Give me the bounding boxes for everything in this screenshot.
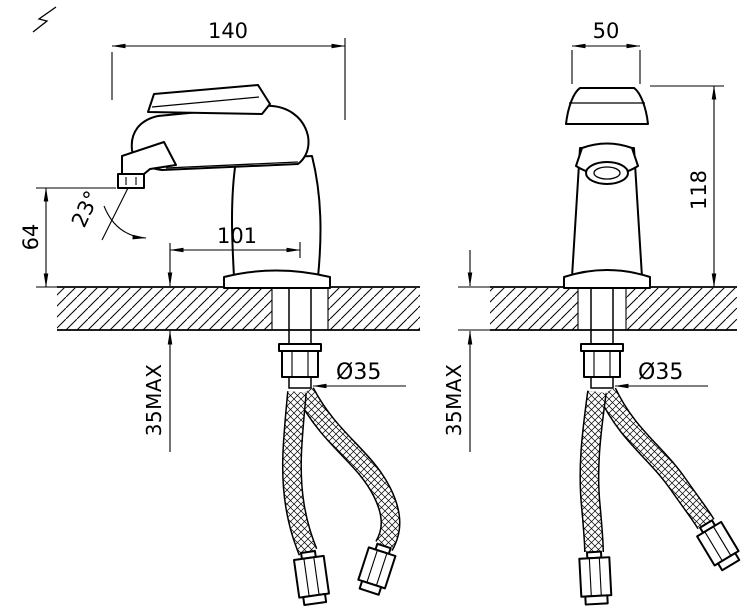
left-hose-b-nut — [357, 542, 397, 596]
right-dim-dia35-label: Ø35 — [638, 360, 683, 385]
left-dim-mount-max: 35MAX — [142, 243, 173, 452]
left-locknut — [281, 350, 319, 378]
left-dim-dia35-label: Ø35 — [336, 360, 381, 385]
right-locknut — [583, 350, 621, 378]
right-dim-35max-label: 35MAX — [442, 364, 466, 437]
right-hose-a-nut — [578, 550, 613, 606]
left-faucet-column — [231, 155, 322, 278]
left-hose-b-braid — [297, 387, 399, 551]
left-locknut-flats — [291, 351, 309, 377]
left-deck-hole-edges — [271, 287, 329, 330]
right-spout-outlet-ring — [585, 161, 629, 185]
right-dim-118-label: 118 — [687, 170, 711, 210]
right-deck — [490, 286, 737, 331]
right-deck-hatch-right — [626, 288, 737, 330]
right-dim-top-width: 50 — [571, 19, 641, 84]
left-handle-detail-line — [151, 96, 260, 108]
left-angle-23-label: 23° — [67, 187, 104, 231]
right-dim-hole-dia: Ø35 — [614, 360, 708, 389]
right-faucet-handle — [565, 87, 649, 125]
left-dim-spout-height: 64 — [19, 187, 116, 288]
left-shank-assembly — [278, 287, 322, 389]
left-faucet — [117, 84, 331, 289]
right-washer — [580, 343, 624, 352]
right-hose-b-braid — [599, 388, 714, 529]
right-hoses — [578, 387, 741, 606]
left-deck — [57, 286, 420, 331]
left-view: 140 64 23° 101 35MAX — [19, 19, 420, 607]
right-hose-a-braid — [580, 390, 606, 553]
left-spout-aerator — [117, 173, 145, 189]
right-view: 50 118 35MAX Ø35 — [442, 19, 741, 606]
right-dim-50-label: 50 — [593, 19, 620, 43]
left-dim-hole-dia: Ø35 — [312, 360, 406, 389]
corner-artifact-mark — [32, 6, 57, 33]
right-spout-outlet-inner — [593, 166, 621, 180]
right-dim-body-height: 118 — [650, 85, 724, 288]
right-locknut-flats — [593, 351, 611, 377]
right-hose-b-nut — [696, 519, 741, 572]
right-faucet-base-flange — [563, 269, 651, 289]
left-hose-a-nut — [292, 550, 330, 607]
right-shank-assembly — [580, 287, 624, 389]
right-faucet — [563, 87, 651, 289]
left-angle-annotation: 23° — [67, 187, 147, 241]
left-head-seam — [165, 161, 299, 169]
left-aerator-detail — [125, 177, 137, 185]
left-hose-a-braid — [283, 391, 316, 556]
left-dim-spout-reach: 101 — [169, 224, 301, 258]
right-deck-hatch-left — [490, 288, 578, 330]
left-hoses — [281, 387, 401, 607]
left-dim-64-label: 64 — [19, 224, 43, 251]
left-dim-35max-label: 35MAX — [142, 364, 166, 437]
left-deck-hatch-left — [57, 288, 272, 330]
left-dim-101-label: 101 — [217, 224, 257, 248]
left-dim-140-label: 140 — [208, 19, 248, 43]
left-faucet-base-flange — [223, 269, 331, 289]
left-dim-top-width: 140 — [111, 19, 346, 120]
right-deck-hole-edges — [577, 287, 627, 330]
left-deck-hatch-right — [328, 288, 420, 330]
left-faucet-handle — [147, 84, 271, 115]
left-washer — [278, 343, 322, 352]
right-dim-mount-max: 35MAX — [442, 250, 490, 452]
